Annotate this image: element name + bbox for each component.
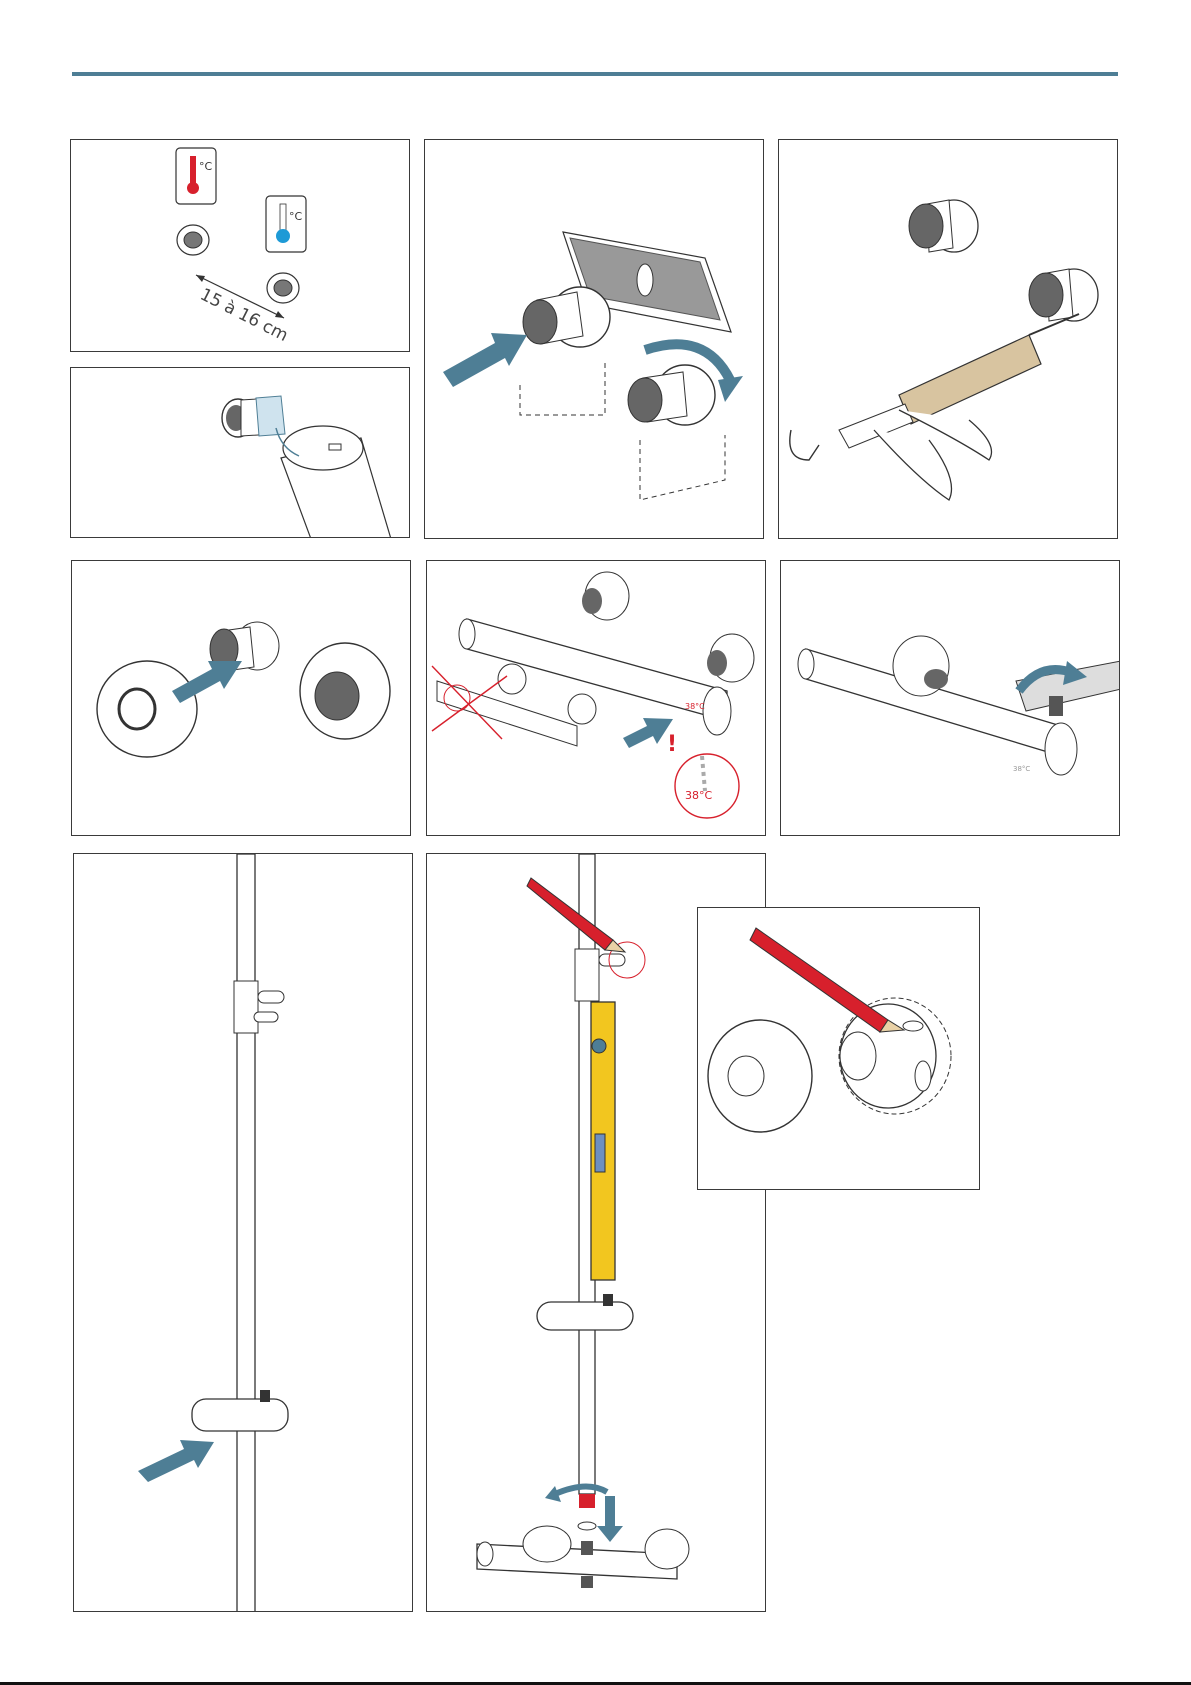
step-panel-mount-valve: 38°C ! 38°C [426, 560, 766, 836]
push-arrow-icon [597, 1496, 623, 1542]
tighten-nuts-illustration: 38°C [781, 561, 1120, 836]
upper-inlet-fitting [909, 200, 978, 252]
inlet-spacing-illustration: °C °C 15 à 16 cm [71, 140, 410, 352]
right-cover-plate [300, 643, 390, 739]
right-inlet-eccentric [628, 365, 715, 425]
step-panel-inlet-spacing: °C °C 15 à 16 cm [70, 139, 410, 352]
pencil-icon [750, 928, 904, 1032]
temp-mark-label: 38°C [685, 702, 705, 711]
mount-valve-illustration: 38°C ! 38°C [427, 561, 766, 836]
align-inlets-illustration [425, 140, 764, 539]
step-panel-tighten-nuts: 38°C [780, 560, 1120, 836]
cold-inlet-fitting [267, 273, 299, 303]
header-rule [72, 72, 1118, 76]
step-panel-cover-plates [71, 560, 411, 836]
temp-zoom-circle [675, 754, 739, 818]
thermometer-hot-icon [176, 148, 216, 204]
spirit-level-icon [591, 1002, 615, 1280]
left-inlet-eccentric [523, 287, 610, 347]
caulking-gun-icon [790, 314, 1079, 500]
ptfe-tape-roll-icon [276, 426, 391, 538]
warning-icon: ! [667, 732, 677, 757]
step-panel-mark-holes-detail [697, 907, 980, 1190]
pencil-icon [527, 878, 625, 952]
threaded-connector [222, 396, 285, 437]
temp-zoom-label: 38°C [685, 789, 712, 802]
step-panel-slider-rail [73, 853, 413, 1612]
rotate-arrow-icon [545, 1486, 607, 1502]
bracket-cover [708, 1020, 812, 1132]
upper-inlet-fitting [582, 572, 629, 620]
step-panel-seal-inlets [778, 139, 1118, 539]
step-panel-align-inlets [424, 139, 764, 539]
mark-holes-detail-illustration [698, 908, 980, 1190]
shower-rail [237, 854, 255, 1612]
thread-tape-illustration [71, 368, 410, 538]
right-inlet-fitting [707, 634, 754, 682]
step-panel-thread-tape [70, 367, 410, 538]
lower-inlet-fitting [1029, 269, 1098, 321]
cover-plates-illustration [72, 561, 411, 836]
push-arrow-icon [138, 1440, 214, 1482]
cold-unit-label: °C [289, 210, 303, 223]
upper-inlet-fitting [893, 636, 949, 696]
push-arrow-icon [443, 333, 527, 387]
temp-mark-label: 38°C [1013, 765, 1030, 773]
thermometer-cold-icon [266, 196, 306, 252]
upper-wall-bracket [234, 981, 284, 1033]
thermostatic-valve-body [477, 1526, 689, 1588]
slider-rail-illustration [74, 854, 413, 1612]
push-arrow-icon [623, 718, 673, 748]
left-cover-plate [97, 661, 197, 757]
hot-inlet-fitting [177, 225, 209, 255]
seal-inlets-illustration [779, 140, 1118, 539]
hot-unit-label: °C [199, 160, 213, 173]
rail-red-seal [578, 1494, 596, 1530]
